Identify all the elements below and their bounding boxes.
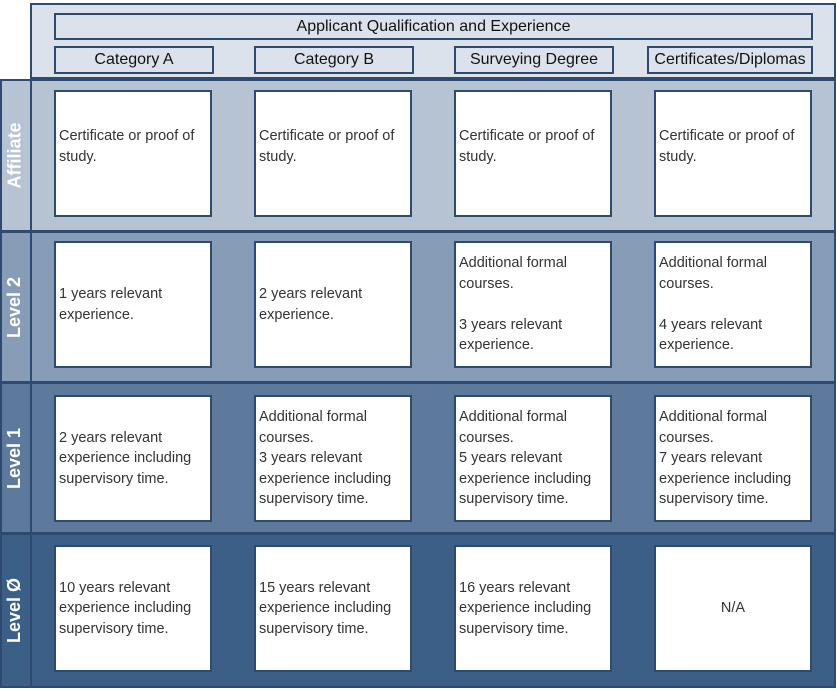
cell-text-line: N/A [720,600,746,617]
cell-text-line: supervisory time. [259,491,369,508]
cell-text-line: 2 years relevant [59,429,163,446]
cell-text-line: experience. [459,337,534,354]
cell-text-line [659,294,807,315]
cell-text-line: experience including [259,470,392,487]
cell-text-line: 5 years relevant [459,450,563,467]
cell-text-line: Additional formal [459,255,567,272]
cell-affiliate-category-a: Certificate or proof of study. [54,90,212,217]
cell-level-zero-category-b: 15 years relevant experience including sup… [254,545,412,672]
row-label-divider [30,382,32,534]
cell-text-line: supervisory time. [259,620,369,637]
cell-text-line: study. [59,148,97,165]
cell-text-line: 1 years relevant [59,286,163,302]
cell-text-line: Certificate or proof of [459,128,595,144]
cell-text-line: Certificate or proof of [259,128,395,144]
row-label-text: Affiliate [4,122,25,189]
cell-text-line: 7 years relevant [659,450,763,467]
cell-text-line: supervisory time. [59,620,169,637]
row-label-divider [30,533,32,688]
cell-text-line: study. [659,148,697,165]
column-header-category-a: Category A [54,46,214,74]
cell-level-1-surveying-degree: Additional formal courses. 5 years relevan… [454,395,612,522]
cell-level-zero-certificates-diplomas: N/A [654,545,812,672]
cell-level-2-category-a: 1 years relevant experience. [54,241,212,368]
column-header-certificates-diplomas: Certificates/Diplomas [647,46,813,74]
row-label-divider [30,79,32,232]
cell-text-line: Additional formal [459,409,567,426]
cell-text-line: supervisory time. [659,491,769,508]
cell-level-1-certificates-diplomas: Additional formal courses. 7 years relevan… [654,395,812,522]
column-header-category-b: Category B [254,46,414,74]
cell-text-line: 15 years relevant [259,579,371,596]
cell-level-zero-surveying-degree: 16 years relevant experience including sup… [454,545,612,672]
row-label-text: Level 1 [4,427,25,489]
cell-text-line: experience. [259,306,334,323]
cell-text-line: 4 years relevant [659,316,763,333]
cell-affiliate-category-b: Certificate or proof of study. [254,90,412,217]
cell-text-line: experience including [459,470,592,487]
cell-level-2-category-b: 2 years relevant experience. [254,241,412,368]
cell-affiliate-surveying-degree: Certificate or proof of study. [454,90,612,217]
row-label-text: Level Ø [4,577,25,644]
cell-text-line: experience. [59,306,134,323]
cell-text-line: study. [259,148,297,165]
column-header-surveying-degree: Surveying Degree [454,46,614,74]
cell-text-line: Additional formal [259,409,367,426]
row-label-level-zero: Level Ø [0,533,30,688]
cell-level-1-category-b: Additional formal courses. 3 years relevan… [254,395,412,522]
cell-text-line: supervisory time. [459,491,569,508]
row-label-text: Level 2 [4,276,25,338]
cell-text-line: supervisory time. [59,470,169,487]
cell-text-line: 2 years relevant [259,286,363,302]
cell-level-2-surveying-degree: Additional formal courses. 3 years relevan… [454,241,612,368]
cell-text-line: experience including [459,600,592,617]
cell-affiliate-certificates-diplomas: Certificate or proof of study. [654,90,812,217]
cell-text-line: experience including [659,470,792,487]
row-label-level-1: Level 1 [0,382,30,534]
cell-text-line: 3 years relevant [259,450,363,467]
cell-text-line [459,294,607,315]
cell-text-line: experience including [59,450,192,467]
cell-text-line: courses. [459,275,514,292]
cell-text-line: Additional formal [659,255,767,272]
cell-text-line: courses. [659,429,714,446]
cell-text-line: experience including [259,600,392,617]
header-title: Applicant Qualification and Experience [54,13,813,40]
cell-level-2-certificates-diplomas: Additional formal courses. 4 years relevan… [654,241,812,368]
row-label-level-2: Level 2 [0,231,30,383]
cell-text-line: supervisory time. [459,620,569,637]
cell-text-line: Certificate or proof of [659,128,795,144]
cell-level-1-category-a: 2 years relevant experience including supe… [54,395,212,522]
row-label-divider [30,231,32,383]
row-label-affiliate: Affiliate [0,79,30,232]
cell-text-line: 10 years relevant [59,579,171,596]
cell-text-line: Additional formal [659,409,767,426]
cell-text-line: Certificate or proof of [59,128,195,144]
cell-text-line: 3 years relevant [459,316,563,333]
cell-text-line: experience including [59,600,192,617]
cell-text-line: study. [459,148,497,165]
cell-text-line: 16 years relevant [459,579,571,596]
cell-level-zero-category-a: 10 years relevant experience including sup… [54,545,212,672]
cell-text-line: experience. [659,337,734,354]
cell-text-line: courses. [659,275,714,292]
cell-text-line: courses. [259,429,314,446]
cell-text-line: courses. [459,429,514,446]
